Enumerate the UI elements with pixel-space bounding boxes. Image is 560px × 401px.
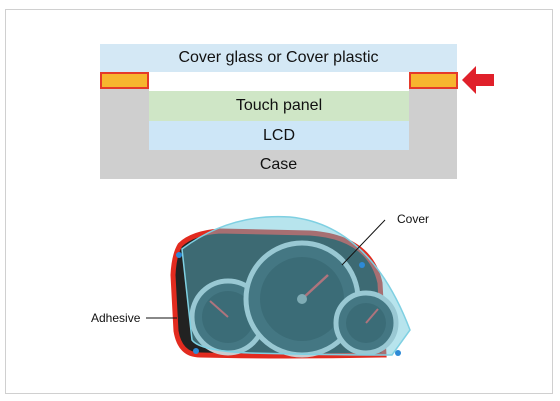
adhesive-label: Adhesive xyxy=(91,311,141,325)
air-gap xyxy=(149,72,409,91)
adhesive-point xyxy=(193,348,199,354)
cover-layer: Cover glass or Cover plastic xyxy=(100,44,457,72)
center-gauge xyxy=(243,240,361,358)
adhesive-point xyxy=(395,350,401,356)
cover-label: Cover xyxy=(397,212,430,226)
adhesive-strip-left xyxy=(100,72,149,89)
red-arrow-left-icon xyxy=(462,66,494,94)
case-layer: Case xyxy=(100,150,457,179)
instrument-cluster-illustration xyxy=(146,215,411,359)
touch-panel-layer: Touch panel xyxy=(149,91,409,121)
cover-leader-line xyxy=(341,219,386,266)
lcd-layer: LCD xyxy=(149,121,409,150)
adhesive-point xyxy=(359,262,365,268)
adhesive-point xyxy=(176,252,182,258)
adhesive-strip-right xyxy=(409,72,458,89)
cover-overlay xyxy=(181,215,411,356)
right-gauge xyxy=(333,290,399,356)
